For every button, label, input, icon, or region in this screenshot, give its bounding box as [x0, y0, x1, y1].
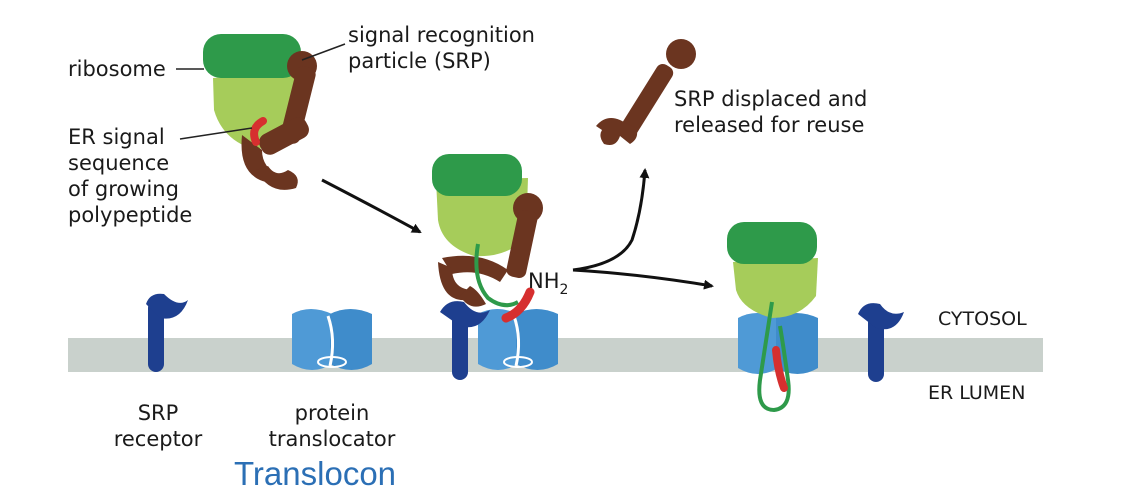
srp-receptor-line-1: SRP [137, 401, 179, 425]
ribosome-large-subunit [203, 34, 301, 78]
polypeptide-loop [757, 301, 791, 413]
translocating-complex [727, 222, 818, 413]
srp-label-line-2: particle (SRP) [348, 49, 491, 73]
ribosome-small-subunit-active [733, 258, 818, 318]
srp-released [596, 39, 696, 145]
er-signal-line-4: polypeptide [68, 203, 193, 227]
srp-receptor-right [858, 303, 904, 382]
cytosol-label: CYTOSOL [938, 308, 1027, 330]
srp-displaced-label: SRP displaced and released for reuse [674, 86, 867, 138]
srp-receptor-line-2: receptor [113, 427, 203, 451]
protein-translocator-label: protein translocator [242, 400, 422, 452]
ribosome-label: ribosome [68, 57, 166, 81]
srp-label-line-1: signal recognition [348, 23, 535, 47]
srp-displaced-line-1: SRP displaced and [674, 87, 868, 111]
srp-receptor-docked [440, 301, 490, 380]
translocon-label: Translocon [234, 455, 397, 492]
docked-complex [432, 154, 560, 380]
protein-translocator-line-2: translocator [268, 427, 396, 451]
er-signal-line-2: sequence [68, 151, 170, 175]
er-signal-sequence [250, 117, 267, 146]
protein-translocator-line-1: protein [294, 401, 370, 425]
srp-particle [241, 51, 317, 190]
srp-displaced-line-2: released for reuse [674, 113, 865, 137]
nh2-text: NH [528, 269, 560, 293]
er-lumen-label: ER LUMEN [928, 382, 1026, 404]
ribosome-large-subunit-docked [432, 154, 522, 196]
signal-sequence-docked [501, 287, 535, 323]
polypeptide-chain [474, 243, 519, 308]
arrow-to-translocation [572, 268, 714, 290]
srp-receptor-standalone [146, 293, 188, 372]
nh2-subscript: 2 [559, 282, 569, 298]
er-signal-line-1: ER signal [68, 125, 165, 149]
er-signal-label: ER signal sequence of growing polypeptid… [68, 124, 192, 228]
srp-leader-line [301, 43, 346, 61]
protein-translocator-standalone [290, 307, 374, 372]
signal-leader-line [179, 127, 253, 140]
nh2-label: NH2 [528, 268, 568, 303]
er-signal-line-3: of growing [68, 177, 179, 201]
signal-sequence-inserted [772, 346, 788, 392]
arrow-srp-release [572, 168, 650, 272]
ribosome-small-subunit-docked [436, 178, 528, 257]
srp-receptor-label: SRP receptor [108, 400, 208, 452]
ribosome-with-srp [203, 34, 317, 190]
srp-particle-docked [438, 193, 543, 307]
srp-label: signal recognition particle (SRP) [348, 22, 535, 74]
translocator-docked [476, 307, 560, 372]
ribosome-large-subunit-active [727, 222, 817, 264]
arrow-to-docking [321, 178, 422, 234]
